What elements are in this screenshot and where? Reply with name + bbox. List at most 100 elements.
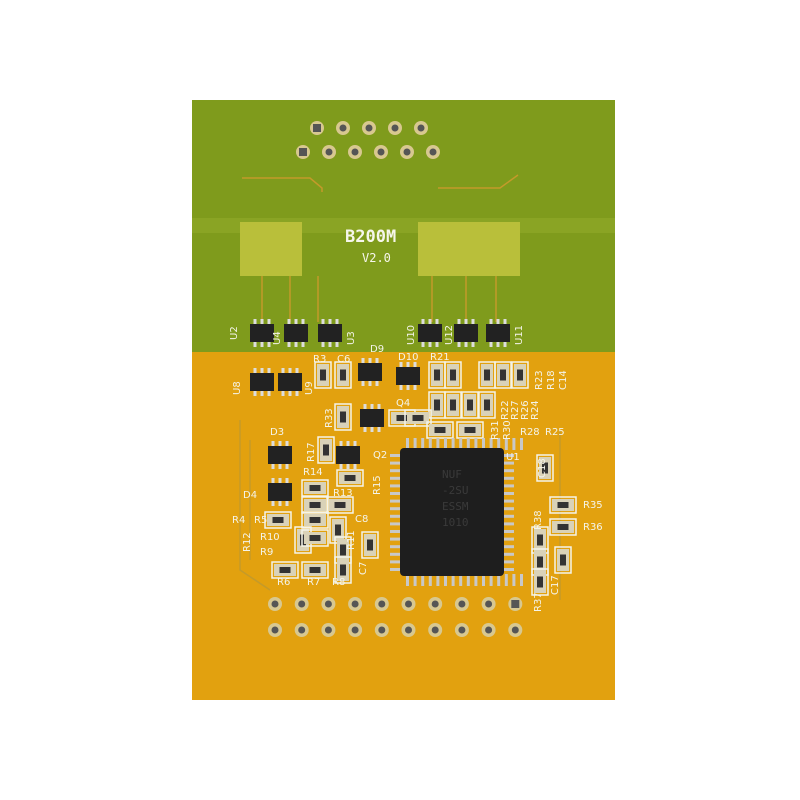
silkscreen-label: R24 [530, 400, 541, 420]
resistor [301, 529, 329, 547]
silkscreen-label: R14 [303, 467, 323, 478]
silkscreen-label: U11 [514, 325, 525, 345]
bottom-header-pins [268, 597, 523, 637]
board-model-label: B200M [345, 227, 396, 247]
resistor [536, 454, 554, 482]
resistor [301, 479, 329, 497]
silkscreen-label: D4 [243, 490, 257, 501]
silkscreen-label: R36 [583, 522, 603, 533]
board-version-label: V2.0 [362, 251, 391, 265]
transistor [418, 324, 442, 342]
silkscreen-label: R3 [313, 354, 326, 365]
silkscreen-label: R4 [232, 515, 245, 526]
resistor [531, 568, 549, 596]
resistor [326, 496, 354, 514]
resistor [456, 421, 484, 439]
silkscreen-label: U4 [272, 331, 283, 345]
silkscreen-label: R9 [260, 547, 273, 558]
transistor [268, 446, 292, 464]
silkscreen-label: R17 [306, 442, 317, 462]
chip-marking: NUF [442, 468, 462, 481]
resistor [334, 403, 352, 431]
resistor [554, 546, 572, 574]
silkscreen-label: Q4 [396, 398, 410, 409]
silkscreen-label: Q2 [373, 450, 387, 461]
resistor [426, 421, 454, 439]
resistor [301, 511, 329, 529]
ic-u1: NUF -2SU ESSM 1010 [390, 438, 523, 586]
silkscreen-label: R30 [502, 420, 513, 440]
silkscreen-label: R11 [346, 530, 357, 550]
smd-components [250, 319, 577, 596]
resistor [461, 391, 479, 419]
resistor [336, 469, 364, 487]
transistor [250, 373, 274, 391]
silkscreen-label: R23 [534, 370, 545, 390]
silkscreen-label: R27 [510, 400, 521, 420]
resistor [478, 391, 496, 419]
resistor [511, 361, 529, 389]
silkscreen-label: R21 [430, 352, 450, 363]
silkscreen-label: C7 [358, 562, 369, 575]
silkscreen-label: C8 [355, 514, 368, 525]
silkscreen-label: D10 [398, 352, 418, 363]
silkscreen-label: C18 [537, 458, 548, 478]
silkscreen-label: D3 [270, 427, 284, 438]
silkscreen-label: R10 [260, 532, 280, 543]
silkscreen-label: U3 [346, 331, 357, 345]
resistor [549, 496, 577, 514]
transistor [336, 446, 360, 464]
silkscreen-label: C14 [558, 370, 569, 390]
traces [239, 174, 561, 600]
transistor [358, 363, 382, 381]
silkscreen-label: R37 [533, 592, 544, 612]
silkscreen-label: R12 [242, 532, 253, 552]
silkscreen-label: R8 [332, 577, 345, 588]
resistor [549, 518, 577, 536]
resistor [271, 561, 299, 579]
silkscreen-label: C17 [550, 575, 561, 595]
resistor [404, 409, 432, 427]
silkscreen-label: R35 [583, 500, 603, 511]
resistor [334, 556, 352, 584]
silkscreen-label: R28 [520, 427, 540, 438]
silkscreen-label: C6 [337, 354, 350, 365]
silkscreen-label: R31 [490, 420, 501, 440]
resistor [334, 361, 352, 389]
transistor [318, 324, 342, 342]
transistor [486, 324, 510, 342]
resistor [444, 391, 462, 419]
resistor [301, 561, 329, 579]
transistor [278, 373, 302, 391]
silkscreen-label: R22 [500, 400, 511, 420]
resistor [264, 511, 292, 529]
silkscreen-label: U12 [444, 325, 455, 345]
resistor [494, 361, 512, 389]
resistor [444, 361, 462, 389]
silkscreen-label: U9 [304, 381, 315, 395]
silkscreen-label: U1 [506, 452, 520, 463]
antenna-pad-left [240, 222, 302, 276]
transistor [396, 367, 420, 385]
silkscreen-label: R26 [520, 400, 531, 420]
silkscreen-label: D9 [370, 344, 384, 355]
chip-marking: -2SU [442, 484, 469, 497]
silkscreen-label: R33 [324, 408, 335, 428]
transistor [268, 483, 292, 501]
resistor [317, 436, 335, 464]
silkscreen-label: R18 [546, 370, 557, 390]
resistor [361, 531, 379, 559]
antenna-pad-right [418, 222, 520, 276]
chip-marking: 1010 [442, 516, 469, 529]
silkscreen-label: R7 [307, 577, 320, 588]
silkscreen-label: R38 [533, 510, 544, 530]
silkscreen-label: U8 [232, 381, 243, 395]
resistor [301, 496, 329, 514]
chip-marking: ESSM [442, 500, 469, 513]
top-header-pins [296, 121, 440, 159]
transistor [360, 409, 384, 427]
transistor [284, 324, 308, 342]
